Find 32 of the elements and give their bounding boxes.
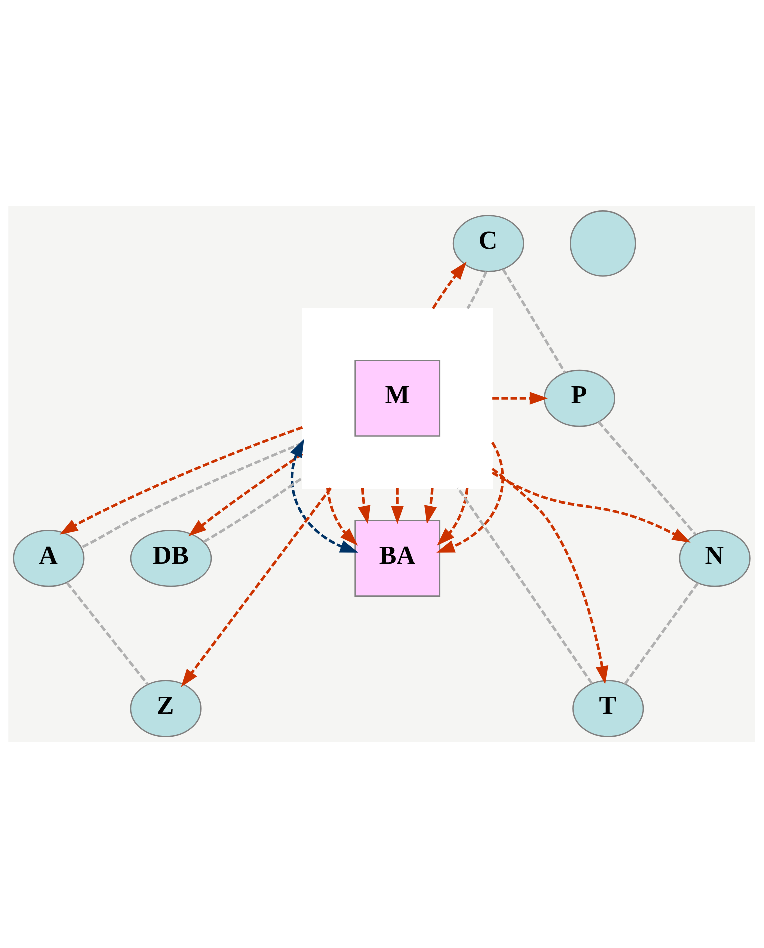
arrow [492, 472, 691, 543]
arrow [290, 439, 359, 553]
connector [624, 582, 700, 685]
node-ellipse: A [13, 530, 85, 588]
arrow [60, 426, 304, 535]
connector [466, 271, 488, 310]
connector [203, 477, 304, 544]
node-ellipse: DB [130, 530, 212, 588]
node-ellipse: P [544, 370, 616, 428]
arrow [436, 442, 504, 553]
arrow [492, 392, 548, 405]
arrow [391, 488, 404, 524]
arrow [437, 488, 469, 546]
cluster [302, 308, 494, 489]
arrow [326, 488, 358, 546]
node-ellipse: T [572, 680, 644, 738]
connector [66, 582, 149, 686]
arrow [424, 488, 438, 524]
arrow [492, 468, 609, 685]
connector [502, 268, 566, 374]
node-ellipse: N [679, 530, 751, 588]
arrow [432, 262, 467, 310]
arrow [358, 488, 371, 524]
connector [598, 421, 697, 536]
node-box: M [354, 360, 441, 437]
connector [457, 488, 594, 685]
node-ellipse: C [452, 215, 524, 272]
node-box: BA [354, 520, 441, 597]
arrow [181, 488, 332, 688]
connector [81, 442, 304, 549]
node-ellipse: Z [130, 680, 202, 738]
node-circle [570, 210, 636, 277]
